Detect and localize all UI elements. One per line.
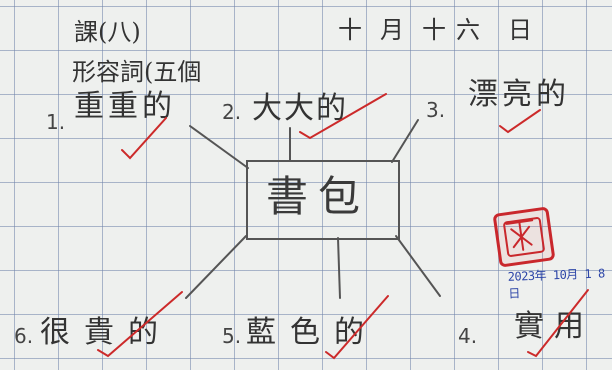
connector-line-3 bbox=[392, 120, 418, 162]
check-mark-2 bbox=[300, 94, 386, 138]
connector-line-4 bbox=[396, 236, 440, 296]
connector-line-5 bbox=[338, 238, 340, 298]
check-mark-4 bbox=[528, 290, 588, 356]
stamp-glyph bbox=[506, 220, 536, 251]
check-mark-3 bbox=[500, 110, 540, 132]
check-mark-5 bbox=[326, 296, 388, 358]
check-mark-1 bbox=[122, 118, 166, 158]
connector-line-6 bbox=[186, 236, 246, 298]
connector-line-1 bbox=[190, 126, 248, 168]
check-mark-6 bbox=[98, 292, 182, 356]
